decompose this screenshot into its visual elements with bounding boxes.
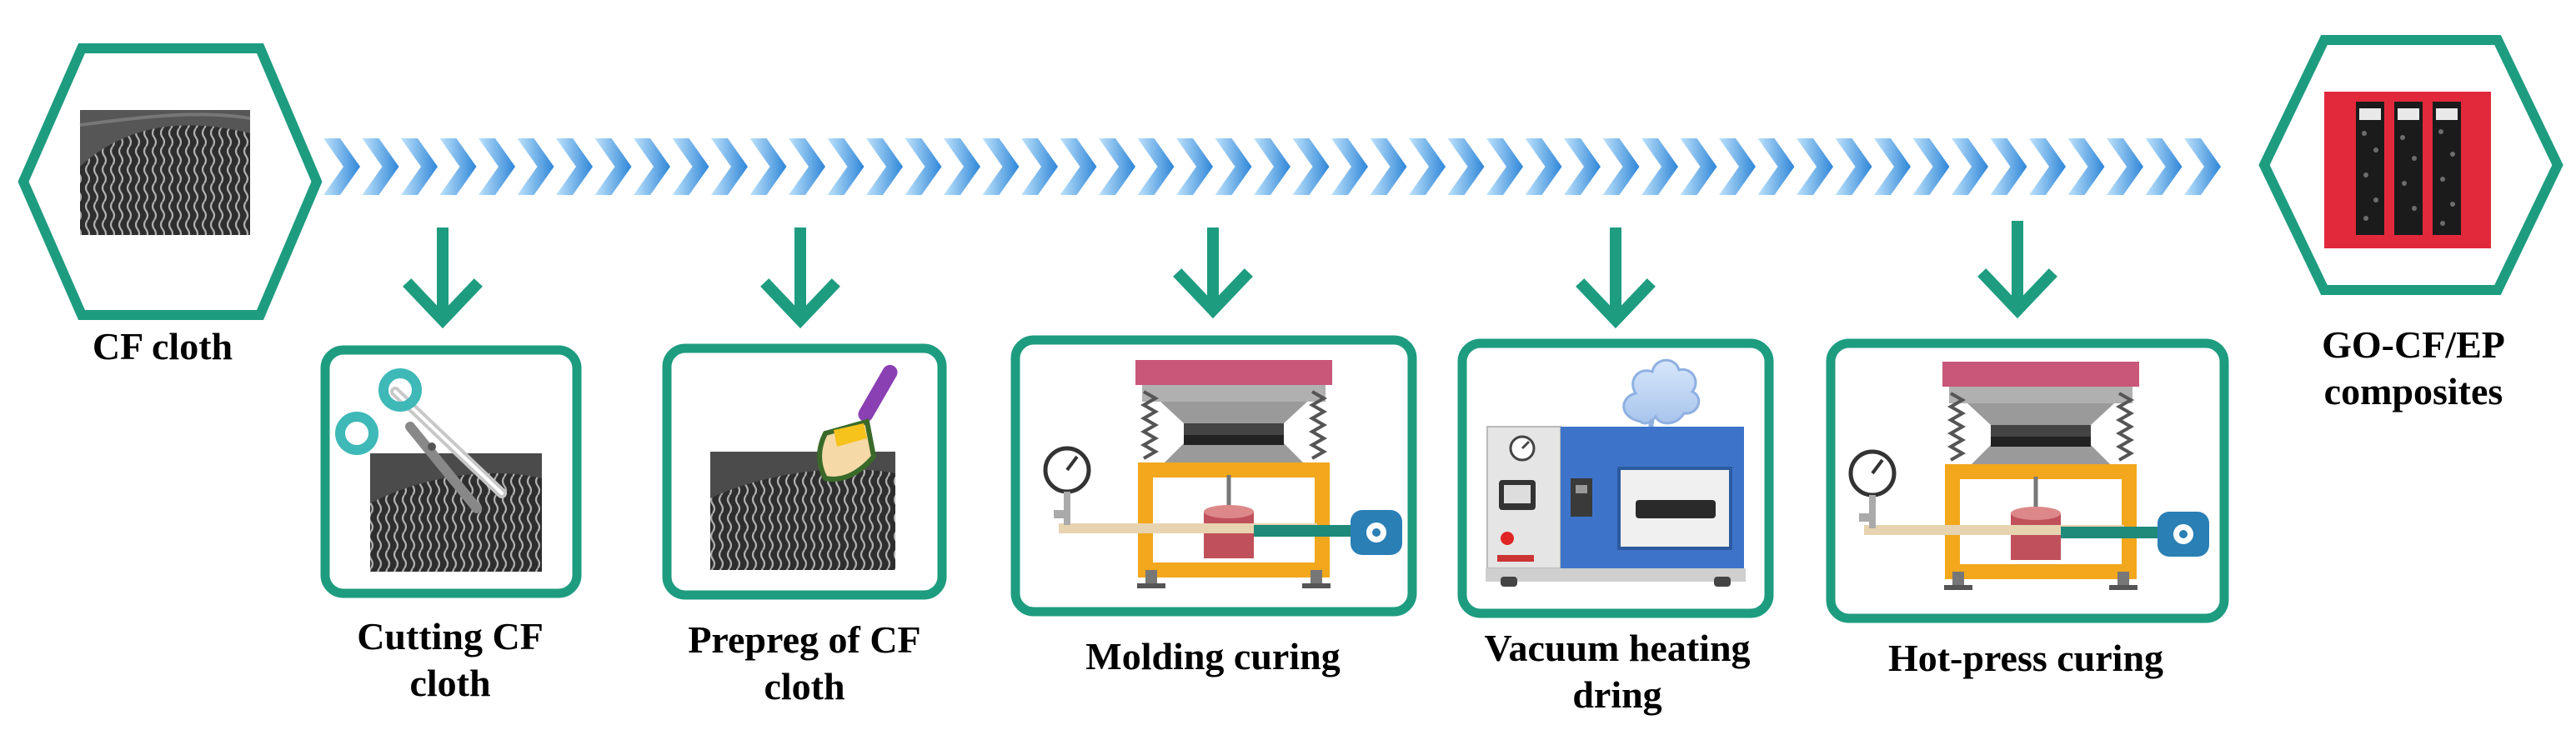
step-prepreg-label: Prepreg of CF cloth bbox=[642, 617, 967, 710]
chevron-mark bbox=[905, 138, 942, 195]
chevron-mark bbox=[1176, 138, 1213, 195]
pressure-gauge-icon bbox=[1848, 449, 1897, 528]
scissors-icon bbox=[335, 368, 507, 513]
down-arrow-3 bbox=[1173, 228, 1253, 319]
chevron-mark bbox=[362, 138, 399, 195]
chevron-mark bbox=[982, 138, 1020, 195]
step-vacuum-box bbox=[1457, 338, 1774, 618]
chevron-mark bbox=[1060, 138, 1097, 195]
chevron-mark bbox=[2145, 138, 2183, 195]
end-hexagon bbox=[2258, 35, 2563, 295]
vacuum-oven bbox=[1486, 426, 1746, 587]
composite-samples-image bbox=[2324, 92, 2491, 248]
chevron-mark bbox=[1486, 138, 1523, 195]
cf-cloth-piece bbox=[370, 453, 542, 572]
step-label-line1: Molding curing bbox=[1085, 635, 1341, 678]
step-molding-box bbox=[1010, 335, 1417, 617]
chevron-mark bbox=[1292, 138, 1330, 195]
step-hotpress-label: Hot-press curing bbox=[1817, 635, 2234, 682]
down-arrow-5 bbox=[1977, 221, 2057, 319]
chevron-mark bbox=[1757, 138, 1795, 195]
step-molding-label: Molding curing bbox=[1009, 633, 1417, 680]
chevron-mark bbox=[401, 138, 438, 195]
step-label-line1: Vacuum heating bbox=[1484, 627, 1751, 669]
chevron-mark bbox=[1912, 138, 1950, 195]
chevron-mark bbox=[789, 138, 825, 195]
chevron-mark bbox=[827, 138, 865, 195]
chevron-mark bbox=[1331, 138, 1368, 195]
pressure-gauge-icon bbox=[1043, 446, 1091, 525]
down-arrow-2 bbox=[760, 228, 840, 329]
chevron-mark bbox=[1099, 138, 1135, 195]
step-prepreg-box bbox=[662, 343, 947, 600]
down-arrows bbox=[403, 221, 2057, 329]
chevron-mark bbox=[1990, 138, 2027, 195]
chevron-mark bbox=[2107, 138, 2143, 195]
chevron-mark bbox=[1874, 138, 1911, 195]
step-label-line1: Hot-press curing bbox=[1887, 637, 2164, 679]
start-label: CF cloth bbox=[92, 325, 233, 368]
chevron-mark bbox=[594, 138, 632, 195]
chevron-mark bbox=[439, 138, 477, 195]
chevron-mark bbox=[2029, 138, 2066, 195]
end-label: GO-CF/EP composites bbox=[2284, 322, 2543, 415]
step-label-line1: Prepreg of CF bbox=[688, 618, 921, 661]
brush-icon bbox=[817, 364, 898, 482]
chevron-mark bbox=[1564, 138, 1601, 195]
chevron-mark bbox=[1602, 138, 1640, 195]
step-cutting-label: Cutting CF cloth bbox=[308, 613, 592, 707]
chevron-mark bbox=[1719, 138, 1756, 195]
chevron-mark bbox=[1952, 138, 1988, 195]
chevron-mark bbox=[672, 138, 709, 195]
chevron-mark bbox=[556, 138, 593, 195]
chevron-mark bbox=[1447, 138, 1485, 195]
cf-cloth-image bbox=[79, 110, 251, 235]
chevron-mark bbox=[866, 138, 903, 195]
smoke-icon bbox=[1622, 358, 1701, 448]
step-vacuum-label: Vacuum heating dring bbox=[1434, 625, 1801, 718]
chevron-mark bbox=[1835, 138, 1872, 195]
cf-cloth-piece bbox=[710, 452, 895, 570]
chevron-mark bbox=[1254, 138, 1291, 195]
chevron-mark bbox=[749, 138, 787, 195]
down-arrow-4 bbox=[1576, 228, 1656, 329]
step-label-line2: cloth bbox=[409, 662, 491, 704]
chevron-mark bbox=[1525, 138, 1562, 195]
chevron-mark bbox=[323, 138, 360, 195]
step-label-line2: dring bbox=[1572, 673, 1662, 716]
step-hotpress-box bbox=[1826, 338, 2229, 623]
flow-arrow-band bbox=[323, 138, 2221, 195]
chevron-mark bbox=[1797, 138, 1833, 195]
start-hexagon bbox=[18, 43, 323, 320]
chevron-mark bbox=[1215, 138, 1252, 195]
end-label-line1: GO-CF/EP bbox=[2322, 323, 2505, 366]
press-machine bbox=[1059, 360, 1402, 588]
chevron-mark bbox=[1409, 138, 1446, 195]
step-label-line1: Cutting CF bbox=[357, 615, 544, 658]
down-arrow-1 bbox=[403, 228, 483, 329]
chevron-mark bbox=[1137, 138, 1175, 195]
chevron-mark bbox=[634, 138, 670, 195]
end-label-line2: composites bbox=[2323, 370, 2503, 412]
chevron-mark bbox=[944, 138, 980, 195]
chevron-mark bbox=[2067, 138, 2105, 195]
chevron-mark bbox=[2184, 138, 2221, 195]
chevron-mark bbox=[711, 138, 748, 195]
step-cutting-box bbox=[320, 345, 582, 598]
chevron-mark bbox=[479, 138, 515, 195]
hot-press-machine bbox=[1864, 362, 2209, 590]
chevron-mark bbox=[1370, 138, 1407, 195]
chevron-mark bbox=[1641, 138, 1678, 195]
chevron-mark bbox=[1021, 138, 1058, 195]
chevron-mark bbox=[517, 138, 554, 195]
chevron-mark bbox=[1680, 138, 1717, 195]
step-label-line2: cloth bbox=[764, 665, 845, 708]
